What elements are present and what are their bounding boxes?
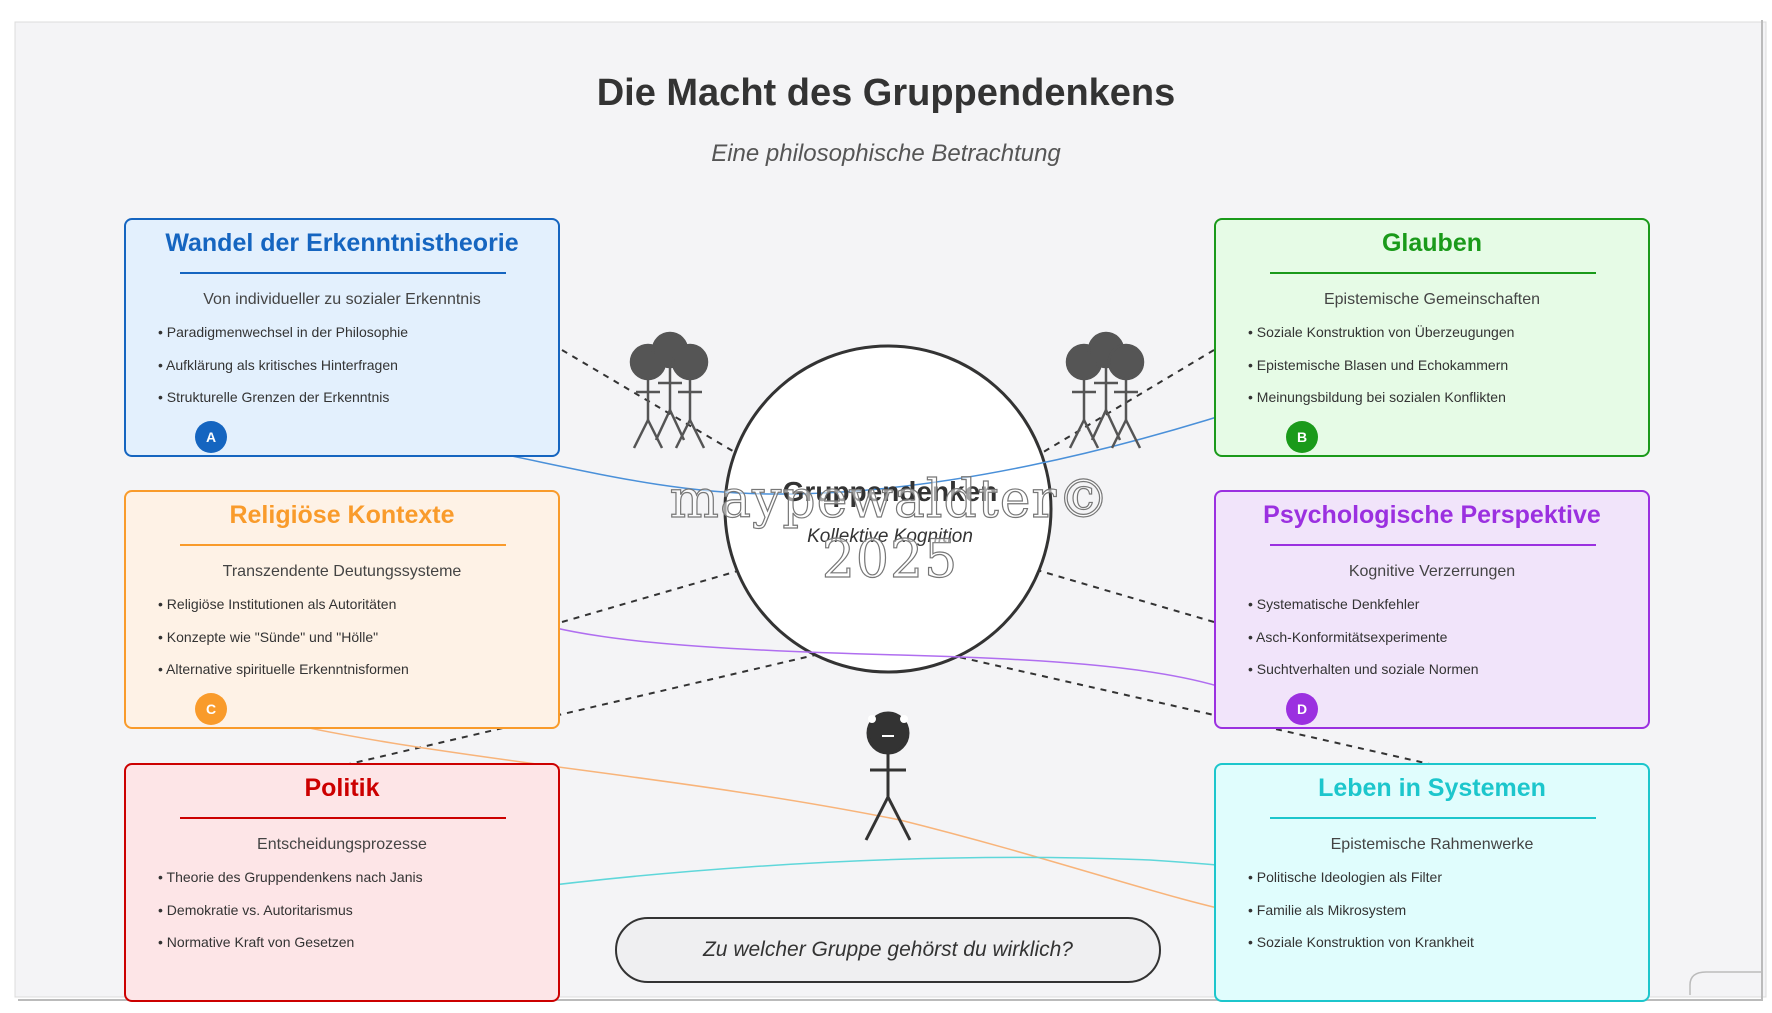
- panel-title: Politik: [304, 774, 380, 802]
- panel-subtitle: Transzendente Deutungssysteme: [222, 563, 462, 580]
- list-item: Soziale Konstruktion von Überzeugungen: [1248, 324, 1515, 357]
- list-item: Familie als Mikrosystem: [1248, 902, 1474, 935]
- individual-figure-icon: [864, 711, 912, 841]
- panel-subtitle: Kognitive Verzerrungen: [1348, 563, 1516, 580]
- center-circle: [723, 344, 1053, 674]
- list-item: Politische Ideologien als Filter: [1248, 869, 1474, 902]
- panel-title: Religiöse Kontexte: [229, 501, 455, 529]
- panel-politics: Politik Entscheidungsprozesse Theorie de…: [124, 763, 560, 1002]
- crowd-icon-left: [629, 331, 709, 449]
- panel-religion: Religiöse Kontexte Transzendente Deutung…: [124, 490, 560, 729]
- panel-title: Wandel der Erkenntnistheorie: [165, 229, 519, 257]
- panel-list: Theorie des Gruppendenkens nach Janis De…: [158, 869, 423, 967]
- divider: [1270, 817, 1596, 819]
- divider: [1270, 272, 1596, 274]
- badge-d: D: [1286, 693, 1318, 725]
- curved-connectors: [221, 399, 1433, 919]
- panel-systems: Leben in Systemen Epistemische Rahmenwer…: [1214, 763, 1650, 1002]
- panel-title: Glauben: [1381, 229, 1482, 257]
- dashed-connectors: [344, 349, 1435, 766]
- panel-list: Religiöse Institutionen als Autoritäten …: [158, 596, 409, 694]
- panel-list: Politische Ideologien als Filter Familie…: [1248, 869, 1474, 967]
- list-item: Asch-Konformitätsexperimente: [1248, 629, 1479, 662]
- panel-title: Psychologische Perspektive: [1263, 501, 1601, 529]
- badge-b: B: [1286, 421, 1318, 453]
- panel-subtitle: Epistemische Gemeinschaften: [1323, 291, 1541, 308]
- list-item: Religiöse Institutionen als Autoritäten: [158, 596, 409, 629]
- list-item: Demokratie vs. Autoritarismus: [158, 902, 423, 935]
- panel-belief: Glauben Epistemische Gemeinschaften Sozi…: [1214, 218, 1650, 457]
- list-item: Epistemische Blasen und Echokammern: [1248, 357, 1514, 390]
- divider: [180, 817, 506, 819]
- panel-subtitle: Von individueller zu sozialer Erkenntnis: [203, 291, 481, 308]
- badge-a: A: [195, 421, 227, 453]
- divider: [180, 272, 506, 274]
- diagram-subtitle: Eine philosophische Betrachtung: [711, 140, 1061, 167]
- list-item: Paradigmenwechsel in der Philosophie: [158, 324, 408, 357]
- list-item: Alternative spirituelle Erkenntnisformen: [158, 661, 409, 694]
- list-item: Aufklärung als kritisches Hinterfragen: [158, 357, 408, 390]
- badge-c: C: [195, 693, 227, 725]
- divider: [180, 544, 506, 546]
- center-label: Gruppendenken: [782, 476, 998, 507]
- center-sublabel: Kollektive Kognition: [807, 526, 973, 547]
- diagram-title: Die Macht des Gruppendenkens: [596, 72, 1176, 114]
- list-item: Normative Kraft von Gesetzen: [158, 934, 423, 967]
- list-item: Meinungsbildung bei sozialen Konflikten: [1248, 389, 1514, 422]
- panel-title: Leben in Systemen: [1318, 774, 1546, 802]
- divider: [1270, 544, 1596, 546]
- list-item: Systematische Denkfehler: [1248, 596, 1479, 629]
- list-item: Konzepte wie "Sünde" und "Hölle": [158, 629, 409, 662]
- crowd-icon-right: [1065, 331, 1145, 449]
- panel-psychology: Psychologische Perspektive Kognitive Ver…: [1214, 490, 1650, 729]
- list-item: Theorie des Gruppendenkens nach Janis: [158, 869, 423, 902]
- panel-list: Soziale Konstruktion von Überzeugungen E…: [1248, 324, 1515, 422]
- list-item: Strukturelle Grenzen der Erkenntnis: [158, 389, 408, 422]
- list-item: Suchtverhalten und soziale Normen: [1248, 661, 1479, 694]
- panel-list: Paradigmenwechsel in der Philosophie Auf…: [158, 324, 408, 422]
- list-item: Soziale Konstruktion von Krankheit: [1248, 934, 1474, 967]
- panel-subtitle: Entscheidungsprozesse: [257, 836, 427, 853]
- panel-epistemology: Wandel der Erkenntnistheorie Von individ…: [124, 218, 560, 457]
- panel-subtitle: Epistemische Rahmenwerke: [1330, 836, 1534, 853]
- panel-list: Systematische Denkfehler Asch-Konformitä…: [1248, 596, 1479, 694]
- question-box: Zu welcher Gruppe gehörst du wirklich?: [615, 917, 1161, 983]
